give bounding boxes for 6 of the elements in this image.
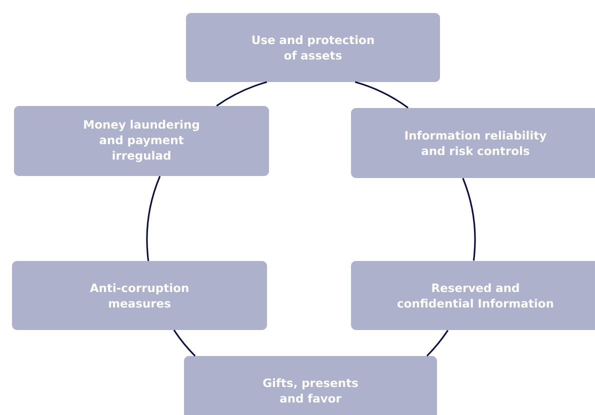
topic-box: Anti-corruption measures (12, 261, 267, 330)
topic-box: Gifts, presents and favor (184, 356, 437, 415)
topic-box: Use and protection of assets (186, 13, 440, 82)
topic-box: Reserved and confidential Information (351, 261, 595, 330)
topic-box: Money laundering and payment irregulad (14, 106, 269, 176)
topic-box: Information reliability and risk controls (351, 108, 595, 178)
